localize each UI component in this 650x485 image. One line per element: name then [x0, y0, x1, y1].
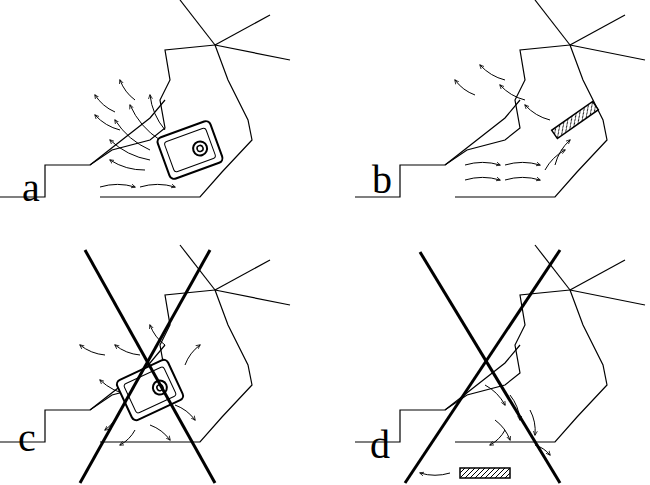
flow-arrow [95, 95, 115, 112]
device [552, 102, 599, 139]
panel-letter: a [22, 168, 40, 208]
device [156, 120, 224, 180]
rock-outline [100, 45, 252, 197]
flow-arrow [490, 430, 505, 445]
rock-outline [215, 15, 270, 45]
flow-arrow [420, 473, 450, 475]
cross-mark [80, 250, 210, 483]
flow-arrow [505, 162, 540, 165]
rock-outline [535, 0, 570, 45]
rock-outline [570, 260, 625, 290]
panel-letter: d [370, 425, 390, 465]
flow-arrow [120, 80, 135, 100]
flow-arrow [130, 105, 160, 140]
flow-arrow [150, 425, 170, 440]
flow-arrow [530, 410, 535, 435]
cross-mark [405, 250, 560, 483]
flow-arrow [140, 184, 175, 187]
flow-arrow [465, 162, 500, 165]
flow-arrow [100, 184, 135, 187]
device [460, 468, 510, 478]
rock-outline [455, 290, 607, 442]
rock-outline [570, 15, 625, 45]
flow-arrow [500, 85, 525, 100]
flow-arrow [455, 80, 475, 95]
rock-outline [570, 45, 645, 60]
panel-illustration [355, 245, 645, 478]
rock-outline [215, 45, 290, 60]
rock-outline [355, 290, 570, 442]
flow-arrow [95, 115, 120, 130]
flow-arrow [185, 345, 200, 365]
flow-arrow [545, 150, 565, 170]
flow-arrow [525, 105, 550, 120]
flow-arrow [555, 140, 570, 165]
rock-outline [570, 290, 645, 305]
panel-letter: b [372, 160, 392, 200]
rock-outline [455, 45, 607, 197]
rock-outline [445, 100, 520, 165]
flow-arrow [465, 177, 500, 180]
panel-letter: c [18, 418, 36, 458]
flow-arrow [480, 65, 505, 80]
rock-outline [180, 0, 215, 45]
rock-outline [535, 245, 570, 290]
flow-arrow [495, 420, 510, 440]
cross-mark [85, 250, 215, 483]
panel-illustration [0, 0, 290, 197]
panel-illustration [0, 245, 290, 445]
flow-arrow [150, 95, 165, 130]
cross-mark [420, 252, 560, 483]
rock-outline [215, 290, 290, 305]
panel-illustration [355, 0, 645, 197]
rock-outline [215, 260, 270, 290]
flow-arrow [110, 160, 145, 170]
flow-arrow [110, 140, 150, 160]
flow-arrow [80, 345, 105, 355]
flow-arrow [115, 345, 140, 355]
flow-arrow [120, 430, 135, 445]
flow-arrow [505, 177, 540, 180]
flow-arrow [115, 120, 150, 150]
